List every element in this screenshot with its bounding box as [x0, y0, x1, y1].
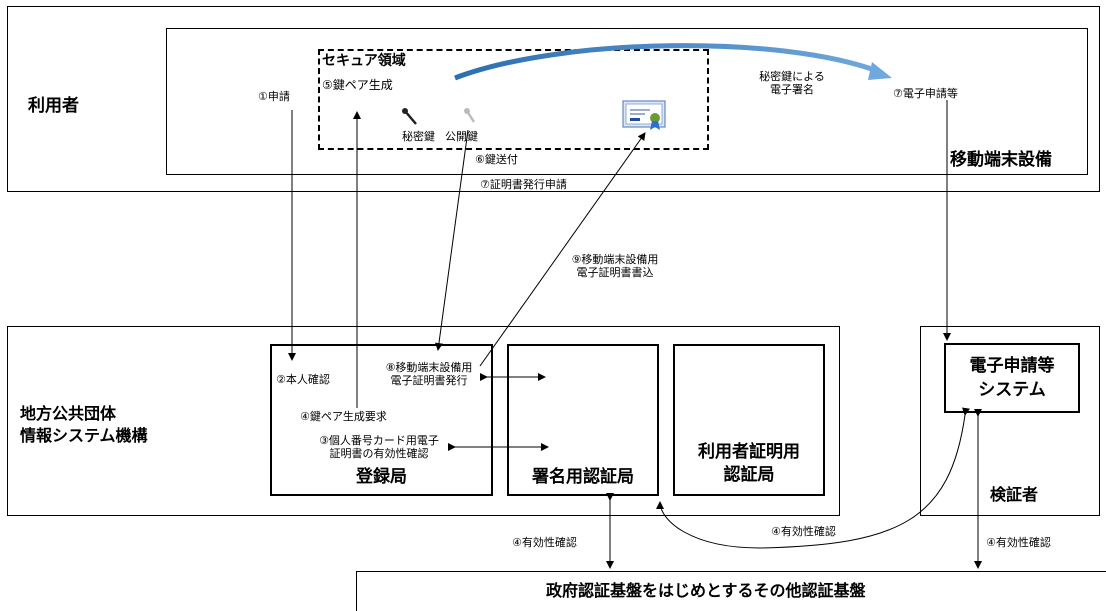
user-cert-ca-label: 利用者証明用 認証局: [673, 441, 825, 487]
step-mynumber-check-line2: 証明書の有効性確認: [329, 447, 429, 461]
signing-ca-label: 署名用認証局: [532, 467, 634, 487]
validity-check-system: ④有効性確認: [771, 525, 836, 538]
step-keypair-generation: ⑤鍵ペア生成: [322, 78, 393, 92]
secure-area-label: セキュア領域: [322, 53, 406, 69]
signature-note-line2: 電子署名: [770, 83, 814, 97]
jlis-label-line2: 情報システム機構: [20, 426, 148, 445]
signature-note: 秘密鍵による 電子署名: [752, 70, 832, 96]
e-application-system-line2: システム: [978, 380, 1046, 400]
step-keypair-request: ④鍵ペア生成要求: [300, 410, 387, 423]
e-application-system-label: 電子申請等 システム: [944, 354, 1080, 402]
step-cert-issue-line1: ⑧移動端末設備用: [385, 361, 473, 374]
step-cert-write-line2: 電子証明書書込: [576, 266, 654, 280]
jlis-label-line1: 地方公共団体: [20, 404, 117, 423]
step-mynumber-check-line1: ③個人番号カード用電子: [319, 434, 439, 447]
registration-authority-box: [270, 344, 493, 496]
registration-authority-label: 登録局: [356, 467, 407, 487]
jlis-label: 地方公共団体 情報システム機構: [20, 403, 148, 447]
verifier-label: 検証者: [990, 485, 1039, 504]
gpki-label: 政府認証基盤をはじめとするその他認証基盤: [546, 581, 866, 600]
step-cert-write: ⑨移動端末設備用 電子証明書書込: [560, 253, 670, 279]
step-cert-write-line1: ⑨移動端末設備用: [571, 253, 659, 266]
step-cert-request: ⑦証明書発行申請: [480, 178, 567, 191]
validity-check-verifier: ④有効性確認: [986, 536, 1051, 549]
step-cert-issue-line2: 電子証明書発行: [390, 374, 468, 388]
validity-check-signing: ④有効性確認: [512, 536, 577, 549]
user-cert-ca-label-line2: 認証局: [723, 465, 775, 485]
step-cert-issue: ⑧移動端末設備用 電子証明書発行: [372, 361, 486, 387]
user-cert-ca-label-line1: 利用者証明用: [698, 442, 800, 462]
mobile-device-label: 移動端末設備: [950, 150, 1052, 170]
step-key-send: ⑥鍵送付: [475, 153, 518, 166]
private-key-label: 秘密鍵: [402, 130, 435, 143]
step-mynumber-check: ③個人番号カード用電子 証明書の有効性確認: [300, 434, 458, 460]
step-e-application: ⑦電子申請等: [893, 87, 958, 100]
user-label: 利用者: [28, 96, 79, 116]
gpki-box: [356, 571, 1106, 611]
step-identity-check: ②本人確認: [276, 373, 330, 386]
step-apply: ①申請: [258, 90, 290, 103]
signature-note-line1: 秘密鍵による: [759, 70, 825, 83]
public-key-label: 公開鍵: [445, 130, 478, 143]
e-application-system-line1: 電子申請等: [969, 356, 1055, 376]
e-application-system-box: [944, 343, 1080, 413]
